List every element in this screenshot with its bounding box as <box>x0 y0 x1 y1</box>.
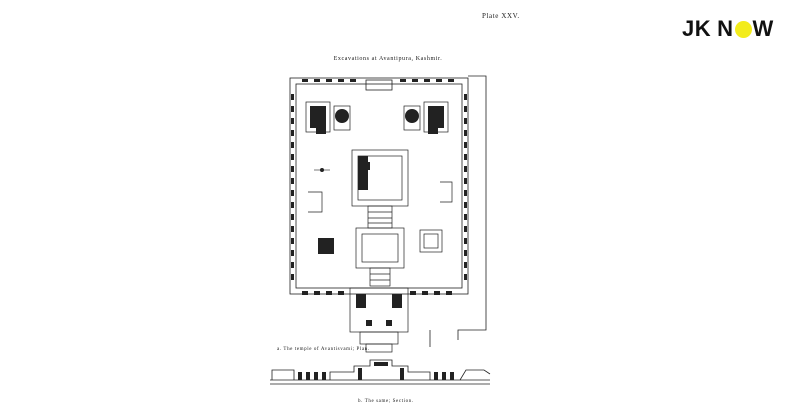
brand-prefix: JK <box>682 16 712 41</box>
plate-number: Plate XXV. <box>482 12 520 20</box>
brand-yellow-circle-icon <box>734 20 752 38</box>
brand-logo[interactable]: JK N W <box>682 16 774 42</box>
section-caption: b. The same; Section. <box>358 399 414 404</box>
brand-letter-w: W <box>752 16 774 41</box>
plate-title: Excavations at Avantipura, Kashmir. <box>333 56 443 62</box>
plan-caption: a. The temple of Avantisvami; Plan. <box>277 347 370 352</box>
compass-marker-icon <box>314 168 330 172</box>
brand-letter-n: N <box>717 16 734 41</box>
temple-plan-drawing <box>270 75 491 385</box>
